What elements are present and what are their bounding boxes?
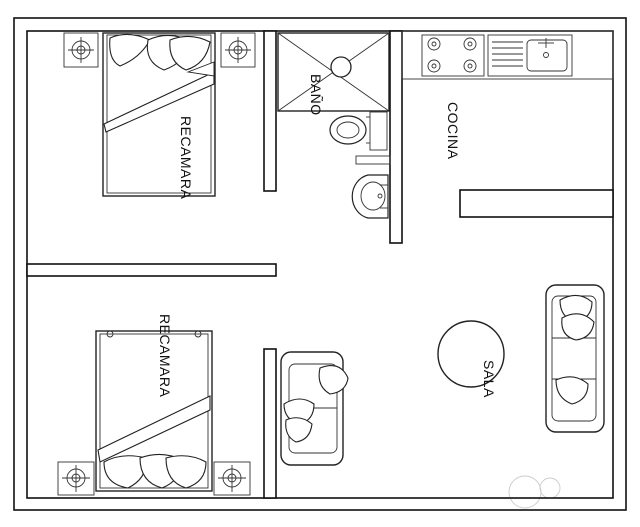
kitchen-sink-icon [487, 34, 573, 77]
bed-icon [95, 330, 213, 492]
sofa-icon [545, 284, 605, 433]
nightstand-icon [213, 461, 251, 496]
room-label-bedroom-top: RECAMARA [178, 116, 194, 200]
bedroom-top: RECAMARA [63, 32, 256, 200]
kitchen-fixtures [401, 30, 614, 80]
nightstand-icon [57, 461, 95, 496]
nightstand-icon [63, 32, 99, 68]
room-label-kitchen: COCINA [445, 102, 461, 160]
bathroom-sink-icon [351, 174, 389, 219]
nightstand-icon [220, 32, 256, 68]
wall-bottom-bedroom [263, 348, 277, 499]
wall-between-bedrooms [26, 263, 277, 277]
wall-bedroom-bath [263, 30, 277, 192]
watermark-icon [508, 475, 561, 509]
bathroom-fixtures [277, 32, 391, 219]
bath-partition [355, 155, 391, 165]
toilet-icon [329, 111, 388, 151]
bedroom-bottom: RECAMARA [57, 314, 251, 496]
outer-walls [13, 17, 627, 511]
room-label-bedroom-bottom: RECAMARA [157, 314, 173, 398]
living-room: SALA [280, 284, 605, 466]
wall-bath-kitchen [389, 30, 403, 244]
round-table-icon [437, 320, 505, 388]
room-label-bathroom: BAÑO [308, 74, 324, 116]
stove-icon [421, 34, 485, 77]
bed-icon [102, 32, 216, 197]
armchair-icon [280, 351, 349, 466]
kitchen-partition [459, 189, 614, 218]
room-label-living: SALA [481, 360, 497, 398]
shower-icon [277, 32, 390, 112]
interior-walls [26, 30, 614, 499]
